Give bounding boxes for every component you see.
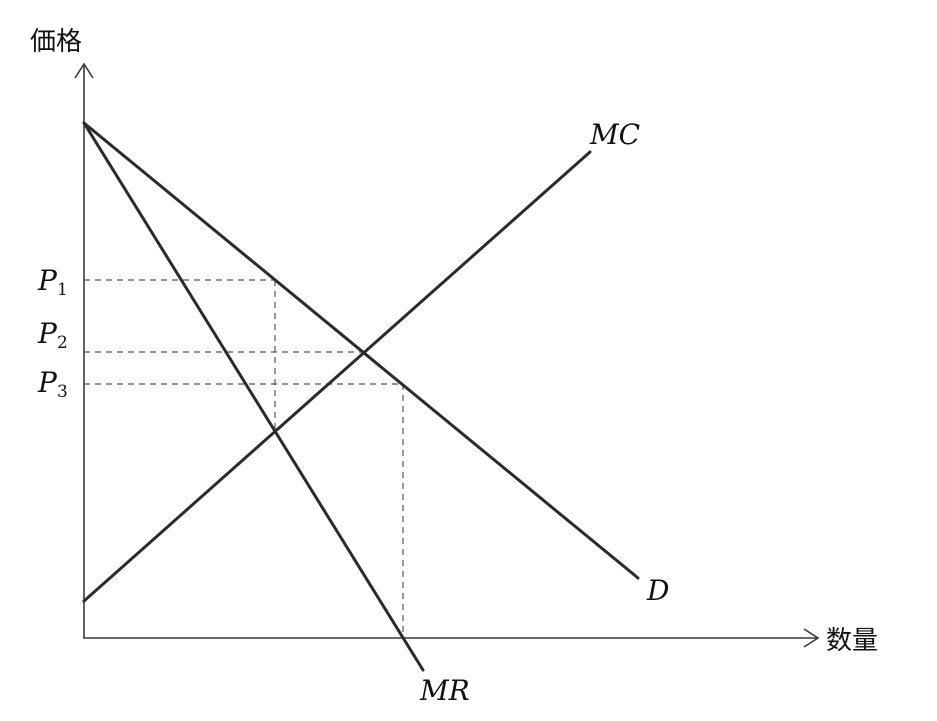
mr-curve	[82, 121, 425, 672]
mr-curve-label: MR	[419, 674, 470, 707]
price-subscript: 2	[57, 333, 68, 353]
price-symbol: P	[37, 366, 58, 399]
demand-curve	[82, 121, 640, 580]
axes	[74, 62, 820, 648]
price-label-p3: P 3	[37, 366, 68, 402]
price-subscript: 1	[57, 280, 68, 300]
price-label-p1: P 1	[37, 264, 68, 300]
price-label-p2: P 2	[37, 317, 68, 353]
y-axis-arrow-icon	[74, 62, 94, 79]
x-axis-arrow-icon	[803, 628, 820, 648]
mc-curve-label: MC	[589, 118, 640, 151]
price-symbol: P	[37, 264, 58, 297]
price-subscript: 3	[57, 382, 68, 402]
x-axis-title: 数量	[826, 626, 878, 656]
mc-curve	[82, 150, 592, 603]
curves	[82, 121, 640, 672]
guide-lines	[84, 279, 404, 638]
price-symbol: P	[37, 317, 58, 350]
y-axis-title: 価格	[30, 27, 82, 57]
demand-curve-label: D	[646, 574, 669, 607]
